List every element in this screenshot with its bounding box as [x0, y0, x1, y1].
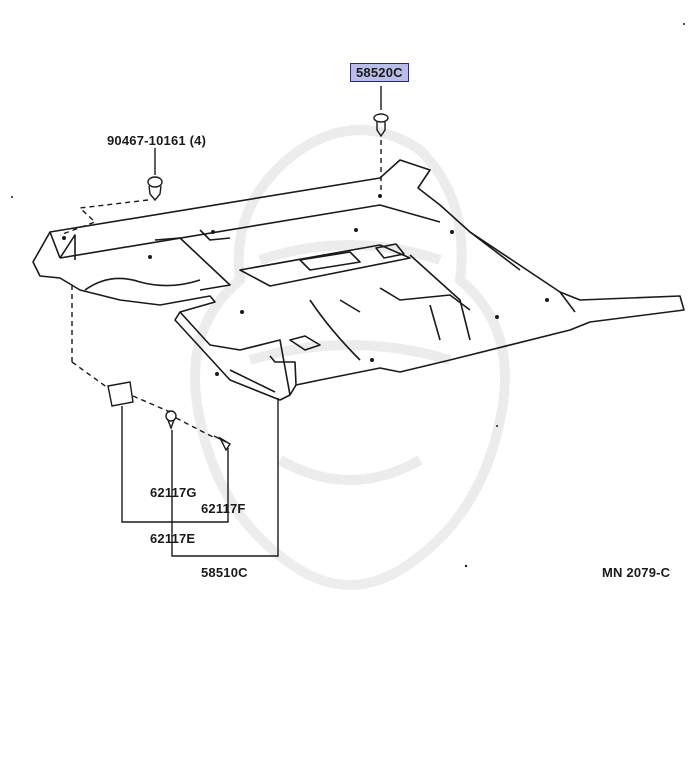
retainer-62117g-icon — [71, 285, 171, 413]
watermark-logo — [190, 125, 510, 590]
part-90467-label: 90467-10161 (4) — [107, 133, 207, 148]
clip-90467-icon — [59, 148, 163, 236]
leader-lines — [121, 398, 279, 557]
part-58520c-label[interactable]: 58520C — [350, 63, 409, 82]
part-62117g-label: 62117G — [150, 485, 197, 500]
carpet-holes — [62, 194, 549, 376]
clip-58520c-icon — [373, 86, 389, 192]
floor-carpet — [32, 159, 685, 401]
part-62117e-label: 62117E — [150, 531, 196, 546]
part-62117f-label: 62117F — [201, 501, 246, 516]
clip-62117e-icon — [165, 410, 216, 439]
part-58510c-label: 58510C — [201, 565, 248, 580]
diagram-id-label: MN 2079-C — [602, 565, 671, 580]
screw-62117f-icon — [213, 435, 231, 452]
specks — [11, 23, 685, 568]
